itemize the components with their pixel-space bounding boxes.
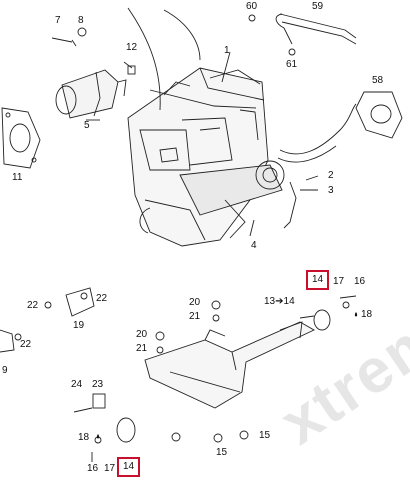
- callout-21a: 21: [189, 311, 201, 322]
- callout-3: 3: [328, 185, 334, 196]
- callout-20b: 20: [136, 329, 148, 340]
- callout-14: 14: [283, 296, 295, 307]
- callout-4: 4: [251, 240, 257, 251]
- callout-1: 1: [224, 45, 230, 56]
- callout-15a: 15: [259, 430, 271, 441]
- nut-15a: [213, 433, 223, 443]
- callout-22b: 22: [96, 293, 108, 304]
- callout-5: 5: [84, 120, 90, 131]
- arrow-icon: ➔: [275, 296, 284, 307]
- callout-16a: 16: [354, 276, 366, 287]
- callout-24: 24: [71, 379, 83, 390]
- starter-motor: [55, 69, 127, 119]
- nut-15b: [239, 430, 249, 440]
- wiring: [279, 103, 357, 155]
- callout-11: 11: [12, 172, 23, 183]
- nut-20a: [211, 300, 221, 310]
- bolt-16: [339, 295, 357, 299]
- callout-14-highlight-top: 14: [306, 270, 330, 290]
- callout-20a: 20: [189, 297, 201, 308]
- callout-7: 7: [55, 15, 61, 26]
- callout-2: 2: [328, 170, 334, 181]
- callout-18a: 18: [361, 309, 373, 320]
- callout-15b: 15: [216, 447, 228, 458]
- callout-17a: 17: [333, 276, 345, 287]
- engine-block: [127, 67, 285, 247]
- rubber-mount-14-lower: [116, 417, 136, 443]
- callout-23: 23: [92, 379, 104, 390]
- callout-17b: 17: [104, 463, 116, 474]
- callout-9: 9: [2, 365, 8, 376]
- exhaust-tube: [275, 13, 357, 56]
- bracket-58: [355, 91, 403, 139]
- callout-59: 59: [312, 1, 324, 12]
- bracket-9: [0, 329, 15, 353]
- callout-12: 12: [126, 42, 138, 53]
- callout-14-highlight-bottom: 14: [117, 457, 141, 477]
- bolt-7: [51, 37, 73, 43]
- engine-cradle: [144, 321, 315, 409]
- gasket: [1, 107, 41, 169]
- callout-16b: 16: [87, 463, 99, 474]
- callout-13-14: 13➔14: [264, 297, 295, 307]
- nut-12: [127, 65, 136, 75]
- callout-61: 61: [286, 59, 298, 70]
- spacer-23: [92, 393, 106, 409]
- nut-20b: [155, 331, 165, 341]
- callout-22c: 22: [20, 339, 32, 350]
- callout-13: 13: [264, 296, 276, 307]
- callout-18b: 18: [78, 432, 90, 443]
- bracket-19: [65, 287, 95, 317]
- rubber-mount-14-upper: [313, 309, 331, 331]
- callout-21b: 21: [136, 343, 148, 354]
- bolt-24: [73, 407, 93, 413]
- callout-58: 58: [372, 75, 384, 86]
- callout-60: 60: [246, 1, 258, 12]
- mount-bracket: [283, 181, 297, 229]
- callout-19: 19: [73, 320, 85, 331]
- callout-8: 8: [78, 15, 84, 26]
- washer-8: [77, 27, 87, 37]
- sensor-60: [248, 14, 256, 22]
- callout-22a: 22: [27, 300, 39, 311]
